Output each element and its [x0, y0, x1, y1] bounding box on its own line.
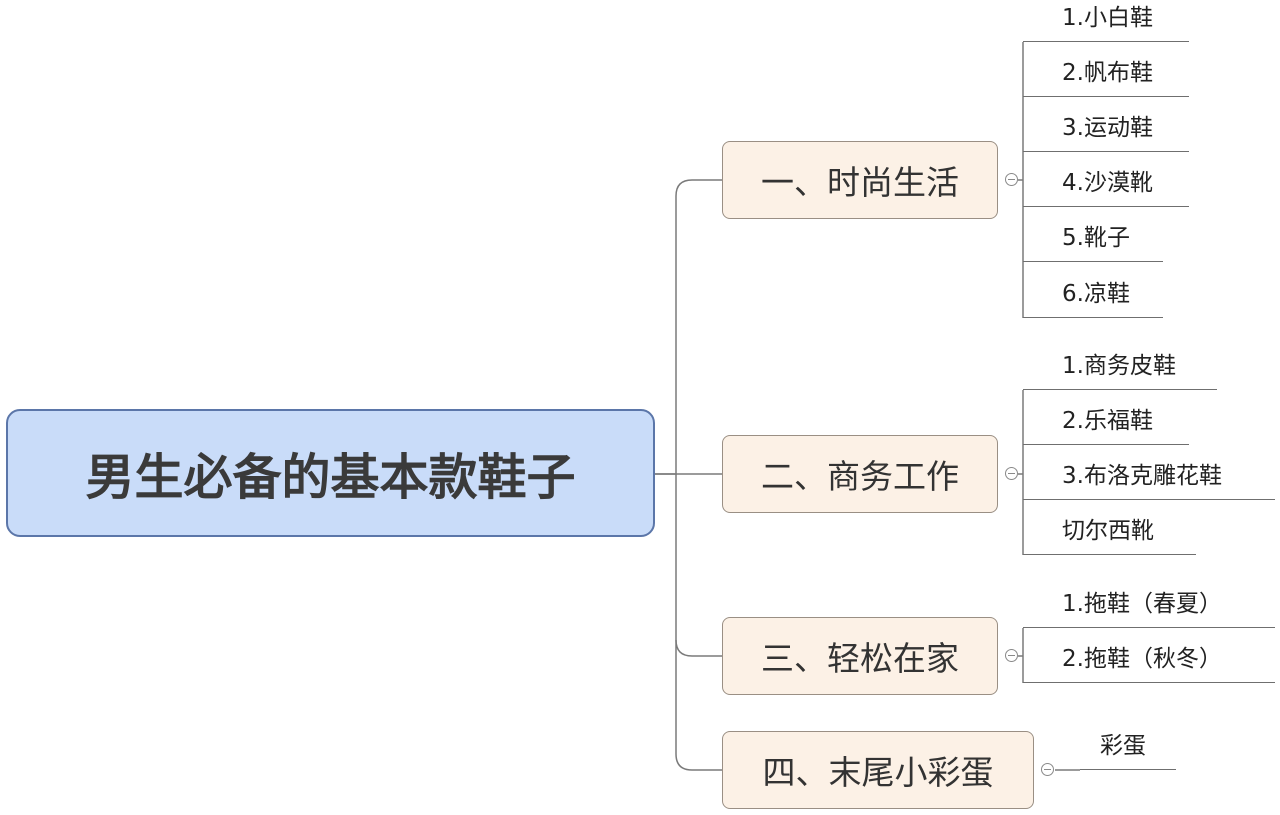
leaf-node[interactable]: 3.运动鞋 [1023, 97, 1189, 152]
leaf-node-label: 1.小白鞋 [1062, 5, 1153, 31]
root-node[interactable]: 男生必备的基本款鞋子 [6, 409, 655, 537]
leaf-node-label: 4.沙漠靴 [1062, 170, 1153, 196]
collapse-icon[interactable] [1005, 173, 1018, 186]
connector-branch-2-leaves [1018, 390, 1024, 555]
branch-node-label: 二、商务工作 [761, 457, 959, 496]
leaf-node-label: 2.拖鞋（秋冬） [1062, 646, 1222, 672]
leaf-node[interactable]: 5.靴子 [1023, 207, 1163, 262]
leaf-node-label: 3.运动鞋 [1062, 115, 1153, 141]
leaf-node[interactable]: 2.乐福鞋 [1023, 390, 1189, 445]
connector-root-branch-4 [675, 640, 722, 771]
leaf-node[interactable]: 6.凉鞋 [1023, 262, 1163, 318]
leaf-node[interactable]: 彩蛋 [1080, 725, 1176, 770]
branch-node-label: 四、末尾小彩蛋 [762, 753, 994, 792]
connector-branch-3-leaves [1018, 628, 1024, 683]
branch-node-easter-egg[interactable]: 四、末尾小彩蛋 [722, 731, 1034, 809]
leaf-node[interactable]: 切尔西靴 [1023, 500, 1196, 555]
leaf-node[interactable]: 4.沙漠靴 [1023, 152, 1189, 207]
leaf-node-label: 2.乐福鞋 [1062, 408, 1153, 434]
collapse-icon[interactable] [1041, 763, 1054, 776]
leaf-node-label: 1.拖鞋（春夏） [1062, 591, 1222, 617]
leaf-node[interactable]: 1.小白鞋 [1023, 0, 1189, 42]
branch-node-fashion[interactable]: 一、时尚生活 [722, 141, 998, 219]
leaf-node[interactable]: 2.帆布鞋 [1023, 42, 1189, 97]
leaf-node[interactable]: 1.商务皮鞋 [1023, 345, 1217, 390]
leaf-node[interactable]: 3.布洛克雕花鞋 [1023, 445, 1275, 500]
leaf-node[interactable]: 2.拖鞋（秋冬） [1023, 628, 1275, 683]
leaf-node-label: 切尔西靴 [1062, 518, 1154, 544]
branch-node-label: 一、时尚生活 [761, 163, 959, 202]
branch-node-business[interactable]: 二、商务工作 [722, 435, 998, 513]
leaf-node-label: 3.布洛克雕花鞋 [1062, 463, 1222, 489]
leaf-node-label: 彩蛋 [1100, 733, 1146, 759]
connector-root-branch-1 [655, 179, 722, 475]
collapse-icon[interactable] [1005, 467, 1018, 480]
leaf-node-label: 5.靴子 [1062, 225, 1130, 251]
leaf-node-label: 2.帆布鞋 [1062, 60, 1153, 86]
leaf-node-label: 6.凉鞋 [1062, 281, 1130, 307]
root-node-label: 男生必备的基本款鞋子 [85, 447, 576, 506]
leaf-node[interactable]: 1.拖鞋（春夏） [1023, 583, 1275, 628]
collapse-icon[interactable] [1005, 649, 1018, 662]
leaf-node-label: 1.商务皮鞋 [1062, 353, 1176, 379]
branch-node-label: 三、轻松在家 [761, 639, 959, 678]
connector-root-branch-3 [675, 474, 722, 657]
connector-branch-1-leaves [1018, 42, 1024, 318]
branch-node-home[interactable]: 三、轻松在家 [722, 617, 998, 695]
